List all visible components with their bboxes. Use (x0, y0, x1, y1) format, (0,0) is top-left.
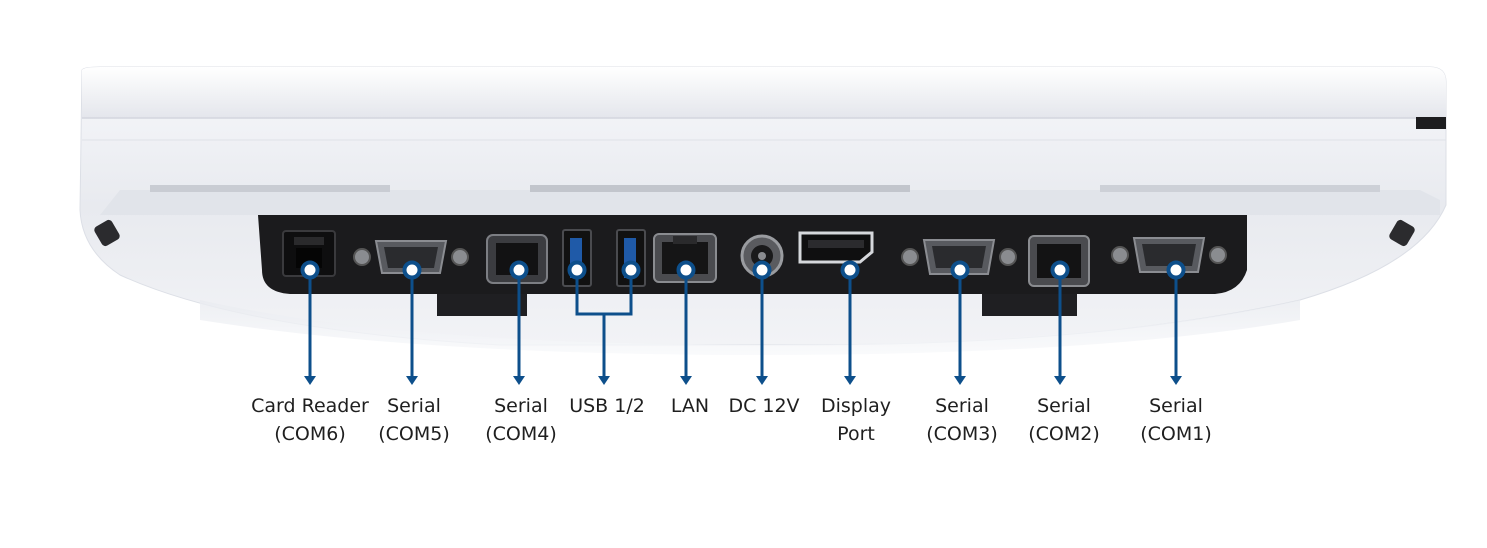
com3-arrow-head (954, 376, 966, 385)
usb-label: USB 1/2 (569, 392, 645, 420)
com1-label: Serial (COM1) (1140, 392, 1212, 448)
usb-label-line: USB 1/2 (569, 395, 645, 417)
com4-label-line: (COM4) (485, 423, 557, 445)
com2-label: Serial (COM2) (1028, 392, 1100, 448)
com5-label: Serial (COM5) (378, 392, 450, 448)
com1-marker-dot (1166, 260, 1186, 280)
com3-label: Serial (COM3) (926, 392, 998, 448)
com1-arrow-head (1170, 376, 1182, 385)
dp-arrow-head (844, 376, 856, 385)
com3-label-line: Serial (935, 395, 989, 417)
lan-ethernet-icon (653, 233, 717, 283)
displayport-icon (798, 231, 874, 264)
dc-arrow-head (756, 376, 768, 385)
com1-db9-serial-icon (1111, 237, 1227, 273)
com5-marker-dot (402, 260, 422, 280)
com5-db9-serial-icon (353, 240, 469, 274)
usb-arrow-head (598, 376, 610, 385)
card-reader-label: Card Reader (COM6) (251, 392, 369, 448)
lan-label-line: LAN (670, 395, 710, 417)
com4-rj-jack-icon (486, 234, 548, 284)
card-reader-marker-dot (300, 260, 320, 280)
com3-label-line: (COM3) (926, 423, 998, 445)
dp-label-line: Display (820, 395, 892, 417)
com3-marker-dot (950, 260, 970, 280)
com1-label-line: Serial (1149, 395, 1203, 417)
card-reader-label-line: (COM6) (274, 423, 346, 445)
card-reader-arrow-head (304, 376, 316, 385)
lan-arrow-head (680, 376, 692, 385)
com4-arrow-head (513, 376, 525, 385)
com2-label-line: (COM2) (1028, 423, 1100, 445)
lan-label: LAN (671, 392, 709, 420)
usb-1-marker-dot (567, 260, 587, 280)
com5-label-line: Serial (387, 395, 441, 417)
lan-marker-dot (676, 260, 696, 280)
dp-label-line: Port (837, 423, 875, 445)
com2-label-line: Serial (1037, 395, 1091, 417)
card-reader-label-line: Card Reader (251, 395, 369, 417)
com5-arrow-head (406, 376, 418, 385)
callout-lines (300, 260, 1186, 385)
com4-marker-dot (509, 260, 529, 280)
dp-marker-dot (840, 260, 860, 280)
com2-arrow-head (1054, 376, 1066, 385)
com3-db9-serial-icon (901, 239, 1017, 275)
com4-label-line: Serial (494, 395, 548, 417)
com2-marker-dot (1050, 260, 1070, 280)
dc-label: DC 12V (728, 392, 799, 420)
com1-label-line: (COM1) (1140, 423, 1212, 445)
com4-label: Serial (COM4) (485, 392, 557, 448)
com5-label-line: (COM5) (378, 423, 450, 445)
dc-label-line: DC 12V (728, 395, 800, 417)
usb-2-marker-dot (621, 260, 641, 280)
dc-marker-dot (752, 260, 772, 280)
